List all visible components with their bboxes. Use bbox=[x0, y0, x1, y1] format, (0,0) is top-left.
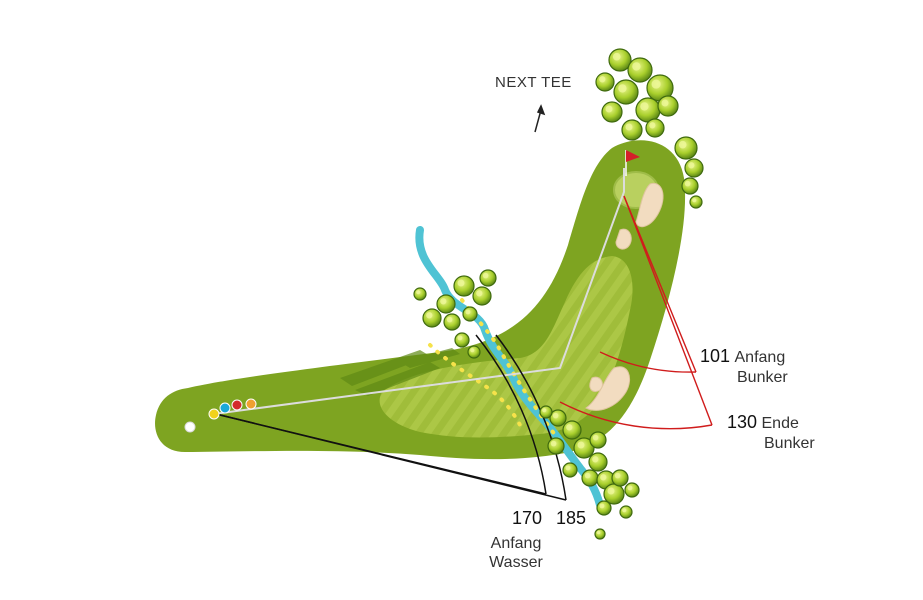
rough-stripes bbox=[340, 348, 460, 396]
orange-tee-marker bbox=[245, 398, 257, 410]
tree-icon bbox=[621, 119, 643, 141]
distance-label-bunker-end: 130 Ende Bunker bbox=[727, 412, 815, 453]
tree-icon bbox=[689, 195, 703, 209]
tree-icon bbox=[573, 437, 595, 459]
distance-text-line2: Bunker bbox=[764, 434, 815, 452]
tree-icon bbox=[443, 313, 461, 331]
tree-icon bbox=[413, 287, 427, 301]
tree-icon bbox=[454, 332, 470, 348]
distance-text-line2: Bunker bbox=[737, 368, 788, 386]
tree-icon bbox=[608, 48, 632, 72]
white-tee-marker bbox=[184, 421, 196, 433]
distance-value: 101 bbox=[700, 346, 731, 366]
water-label-line1: Anfang bbox=[490, 535, 542, 552]
tree-icon bbox=[674, 136, 698, 160]
tree-icon bbox=[436, 294, 456, 314]
tree-icon bbox=[595, 72, 615, 92]
tee-markers bbox=[184, 398, 257, 433]
tree-icon bbox=[657, 95, 679, 117]
tree-icon bbox=[422, 308, 442, 328]
tree-icon bbox=[624, 482, 640, 498]
bunkers bbox=[585, 182, 664, 411]
distance-value: 130 bbox=[727, 412, 758, 432]
tree-icon bbox=[601, 101, 623, 123]
trees bbox=[413, 48, 704, 540]
tree-icon bbox=[467, 345, 481, 359]
water-label-line2: Wasser bbox=[489, 554, 543, 572]
bunker-icon bbox=[589, 376, 603, 392]
yellow-tee-marker bbox=[208, 408, 220, 420]
fairway bbox=[379, 256, 633, 438]
tree-icon bbox=[589, 431, 607, 449]
tree-icon bbox=[594, 528, 606, 540]
tree-icon bbox=[479, 269, 497, 287]
distance-text: Ende bbox=[761, 415, 799, 432]
arrow-up-right-icon bbox=[534, 104, 546, 133]
flag-icon bbox=[625, 150, 640, 176]
distance-value-water-start: 170 bbox=[512, 508, 543, 528]
tree-icon bbox=[619, 505, 633, 519]
tree-icon bbox=[581, 469, 599, 487]
bunker-icon bbox=[615, 228, 632, 250]
tree-icon bbox=[539, 405, 553, 419]
distance-label-bunker-start: 101 Anfang Bunker bbox=[700, 346, 788, 387]
bunker-distance-lines bbox=[559, 195, 713, 430]
tree-icon bbox=[588, 452, 608, 472]
tree-icon bbox=[611, 469, 629, 487]
tree-icon bbox=[684, 158, 704, 178]
tree-icon bbox=[635, 97, 661, 123]
tree-icon bbox=[462, 306, 478, 322]
tree-icon bbox=[646, 74, 674, 102]
distance-text: Anfang bbox=[734, 349, 786, 366]
hazard-dotted-line bbox=[460, 298, 564, 447]
tree-icon bbox=[562, 462, 578, 478]
tree-icon bbox=[603, 483, 625, 505]
red-tee-marker bbox=[231, 399, 243, 411]
aim-line bbox=[213, 168, 625, 415]
tree-icon bbox=[627, 57, 653, 83]
tree-icon bbox=[562, 420, 582, 440]
tree-icon bbox=[472, 286, 492, 306]
water-start-label: Anfang Wasser bbox=[486, 534, 546, 572]
tree-icon bbox=[549, 409, 567, 427]
distance-value-water-end: 185 bbox=[556, 508, 587, 528]
tree-icon bbox=[681, 177, 699, 195]
tree-icon bbox=[453, 275, 475, 297]
tree-icon bbox=[613, 79, 639, 105]
hazard-dotted-line-2 bbox=[428, 343, 522, 427]
tree-icon bbox=[645, 118, 665, 138]
blue-tee-marker bbox=[219, 402, 231, 414]
bunker-icon bbox=[635, 182, 664, 228]
next-tee-label: NEXT TEE bbox=[495, 74, 572, 91]
tree-icon bbox=[596, 500, 612, 516]
tree-icon bbox=[547, 437, 565, 455]
